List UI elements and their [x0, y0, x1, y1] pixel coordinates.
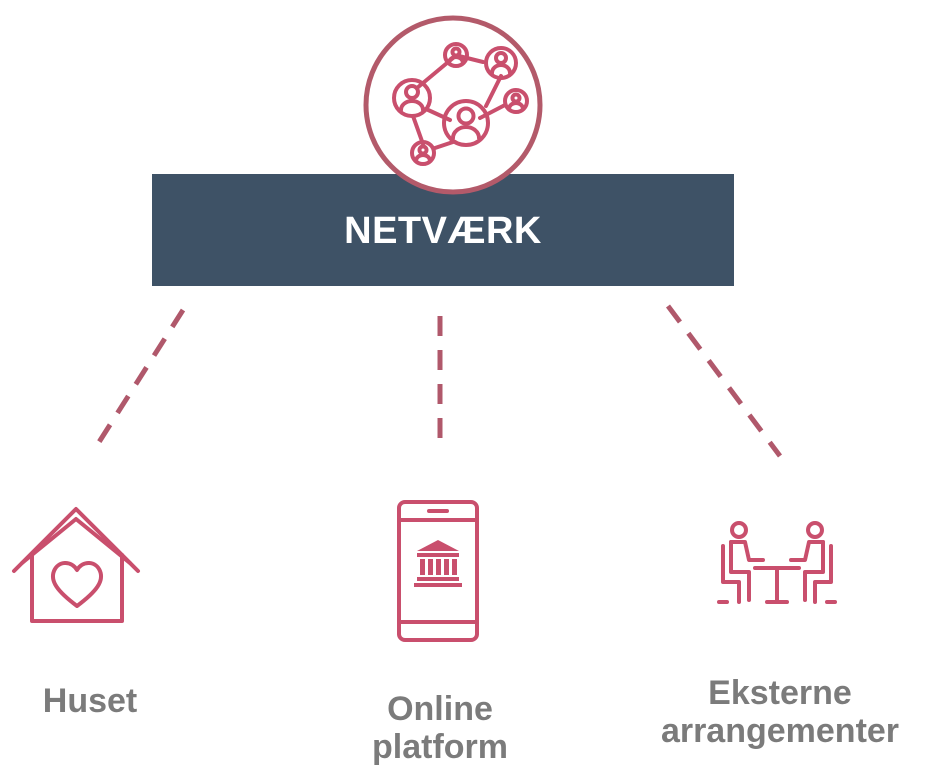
network-title: NETVÆRK: [344, 210, 542, 252]
branch-label-online-platform: Online platform: [372, 690, 508, 766]
branch-label-eksterne-arrangementer: Eksterne arrangementer: [660, 674, 900, 750]
network-people-icon: [363, 15, 543, 195]
smartphone-bank-icon: [397, 500, 479, 642]
house-heart-icon: [12, 507, 140, 623]
branch-label-huset: Huset: [42, 682, 138, 720]
meeting-table-icon: [717, 521, 837, 604]
connector-left: [91, 308, 186, 452]
connector-right: [665, 304, 783, 458]
